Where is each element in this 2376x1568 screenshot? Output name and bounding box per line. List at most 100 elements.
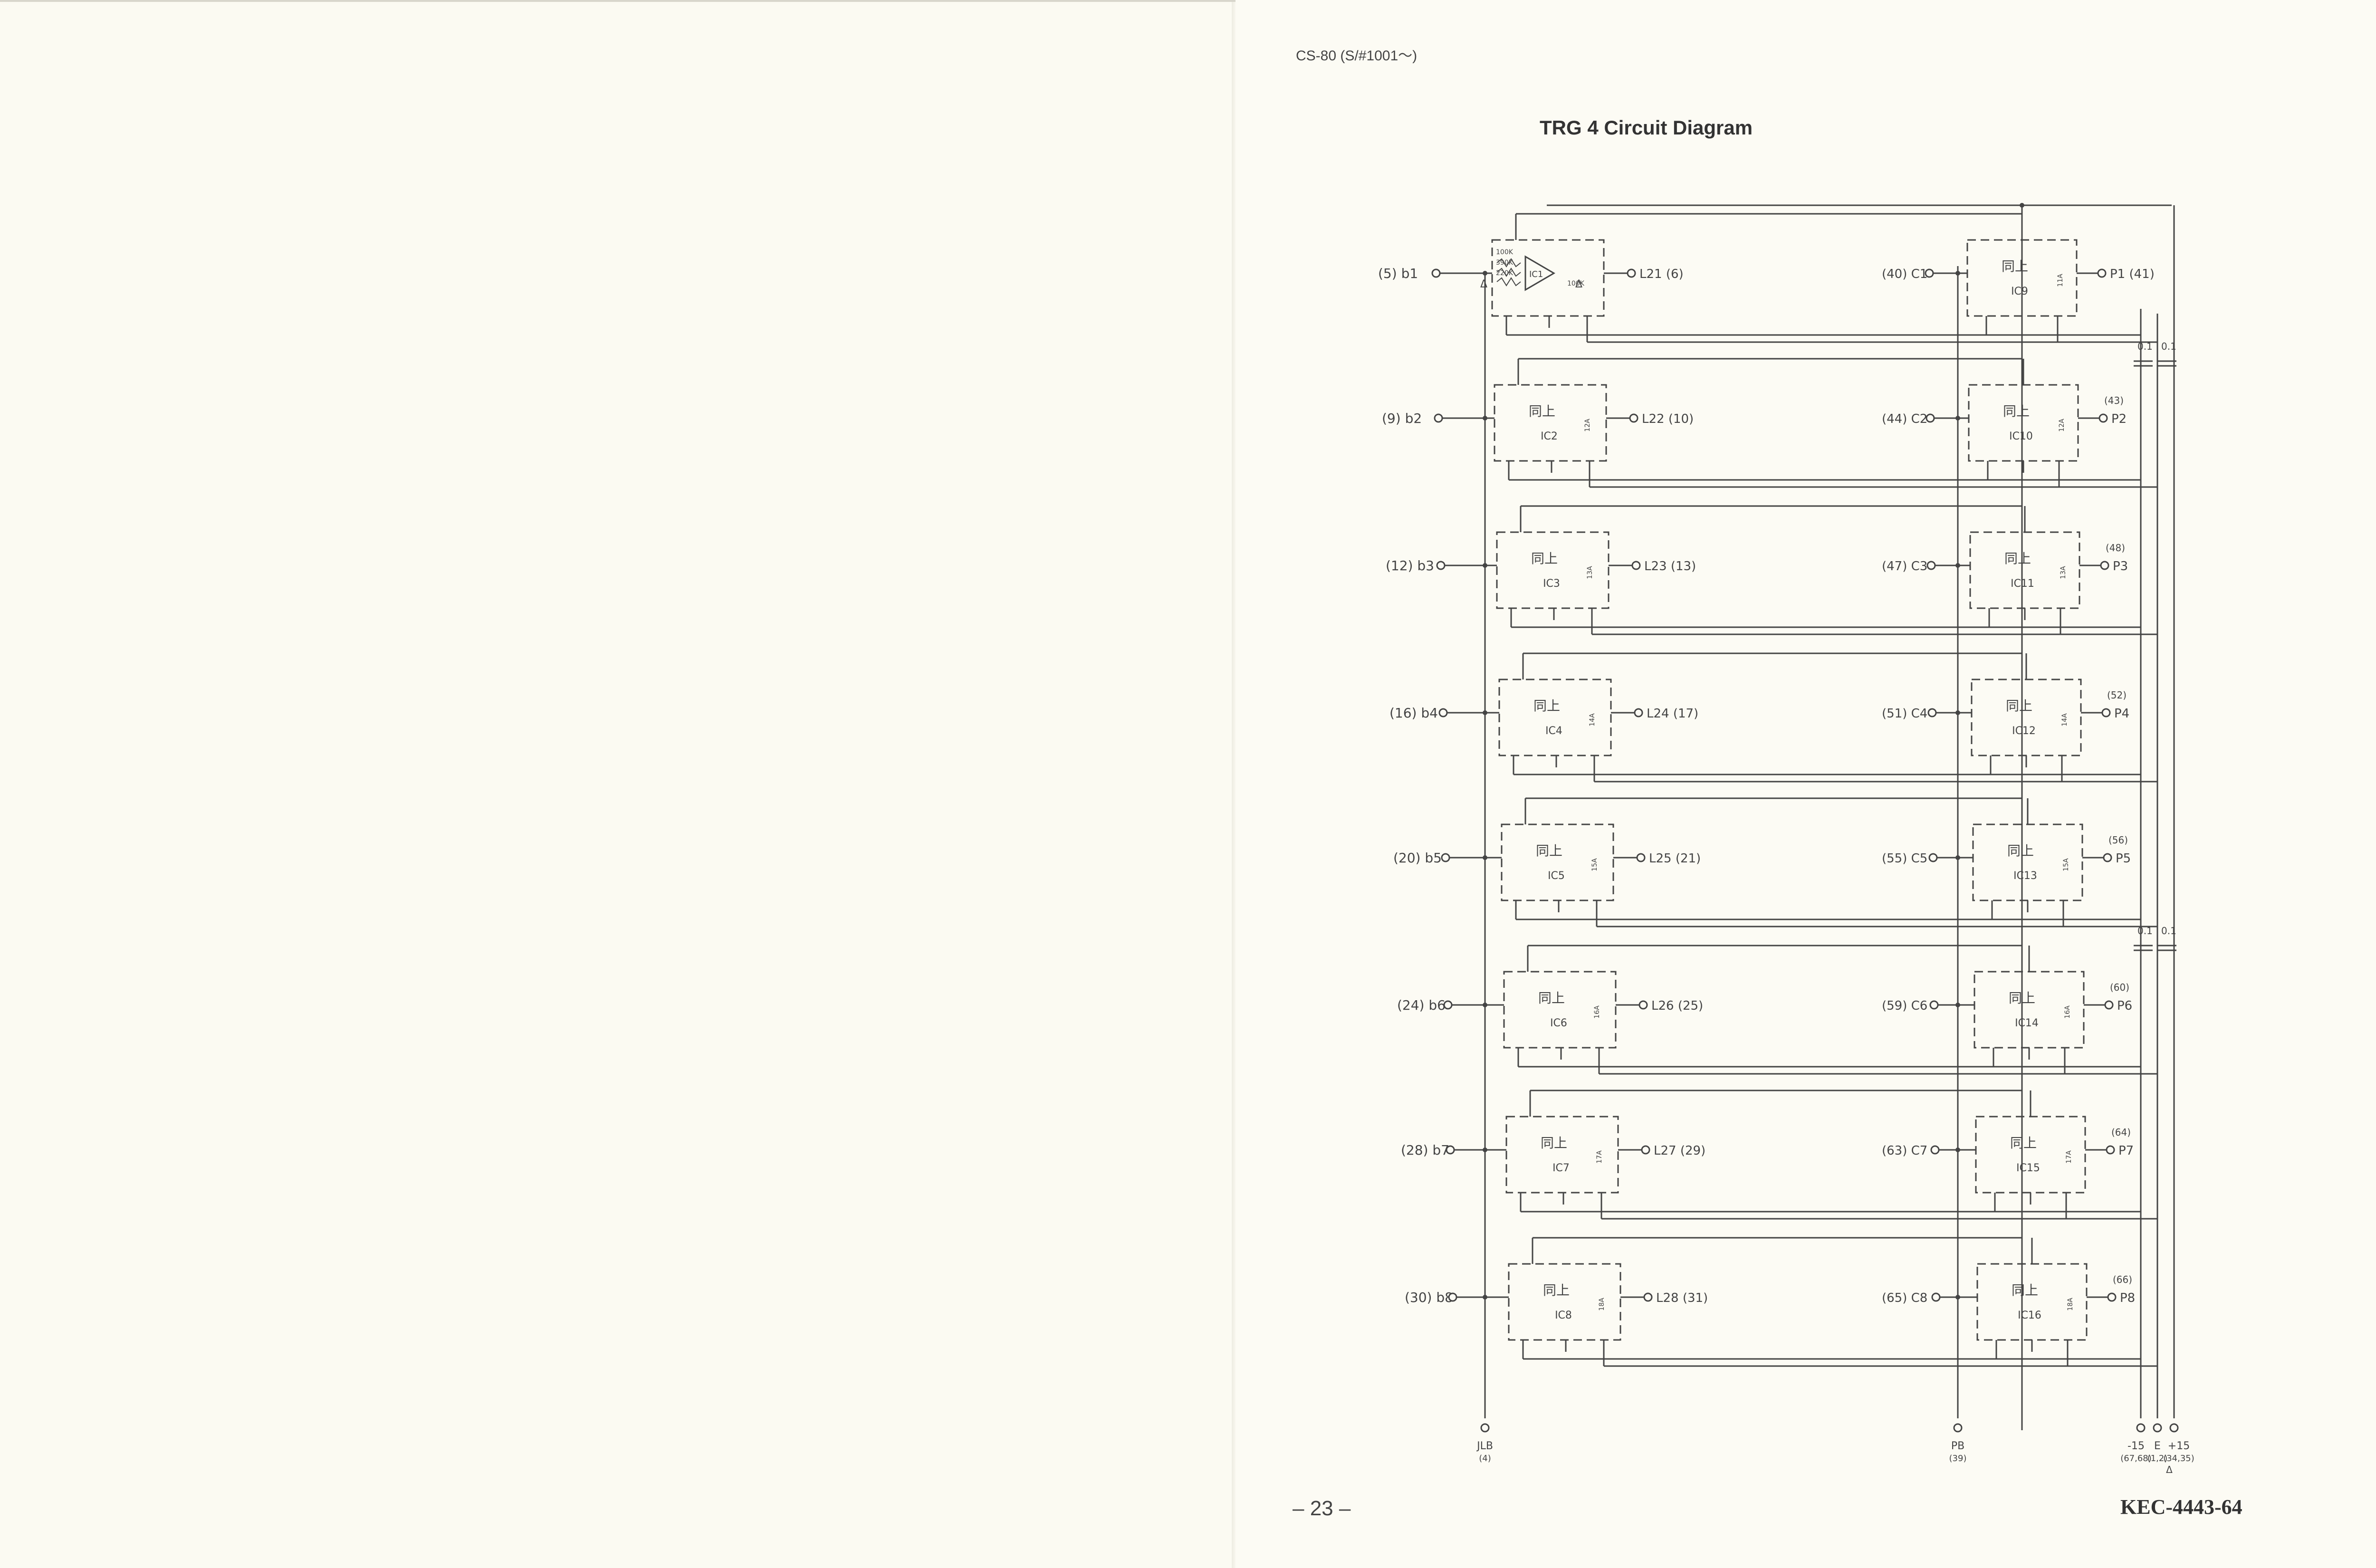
op-amp-triangle (1524, 255, 1555, 291)
ic-body-text: 同上 (2012, 1282, 2038, 1298)
bottom-terminal-number: (4) (1479, 1453, 1491, 1463)
junction-dot (1955, 710, 1960, 715)
right-output-number: (66) (2113, 1274, 2132, 1285)
bottom-terminal-number: (1,2) (2147, 1453, 2168, 1463)
bottom-terminal-label: E (2154, 1440, 2161, 1452)
junction-dot (1483, 855, 1487, 860)
terminal-circle (1627, 268, 1636, 278)
ic-body-text: 同上 (1541, 1135, 1567, 1151)
terminal-circle (1480, 1423, 1490, 1433)
right-output-number: (64) (2111, 1127, 2131, 1138)
terminal-circle (2103, 853, 2112, 862)
junction-dot (1483, 1003, 1487, 1007)
bottom-terminal-label: JLB (1476, 1440, 1493, 1452)
junction-dot (1955, 271, 1960, 276)
ic-label: IC14 (2015, 1017, 2039, 1029)
right-input-label: (40) C1 (1882, 267, 1927, 281)
ic-body-text: 同上 (2010, 1135, 2037, 1151)
ground-symbol: Δ (2166, 1464, 2173, 1475)
terminal-circle (1634, 708, 1643, 717)
ground-symbol: Δ (1480, 278, 1487, 290)
ic-label: IC12 (2012, 725, 2036, 737)
ic-label: IC4 (1545, 725, 1562, 737)
bottom-terminal-number: (34,35) (2163, 1453, 2194, 1463)
document-code: KEC-4443-64 (2120, 1495, 2242, 1519)
ic-label: IC11 (2011, 578, 2034, 590)
terminal-circle (1930, 1145, 1940, 1155)
ic-pin-label: 12A (1584, 419, 1591, 432)
resistor-symbol (1496, 258, 1521, 268)
left-input-label: (28) b7 (1401, 1142, 1449, 1158)
ic1-label: IC1 (1529, 269, 1543, 279)
diagram-title: TRG 4 Circuit Diagram (1540, 116, 1753, 139)
right-output-label: P1 (41) (2110, 267, 2155, 281)
ic-pin-label: 13A (2060, 566, 2067, 579)
right-page (1236, 0, 2376, 1568)
terminal-circle (1629, 413, 1638, 423)
left-output-label: L26 (25) (1651, 999, 1703, 1013)
left-output-label: L24 (17) (1647, 707, 1698, 721)
terminal-circle (2107, 1292, 2117, 1302)
left-output-label: L28 (31) (1656, 1291, 1708, 1305)
left-input-label: (16) b4 (1389, 705, 1438, 721)
page-fold (1232, 0, 1236, 1568)
junction-dot (1483, 1147, 1487, 1152)
right-output-number: (52) (2107, 689, 2127, 701)
ic-pin-label: 13A (1586, 566, 1594, 579)
ic-label: IC9 (2011, 286, 2028, 297)
ic-pin-label: 18A (2067, 1298, 2074, 1311)
terminal-circle (2106, 1145, 2115, 1155)
ic-box (1496, 531, 1610, 609)
ic-body-text: 同上 (2004, 551, 2031, 566)
ic-label: IC8 (1555, 1310, 1572, 1321)
ic-box (1491, 239, 1605, 317)
right-input-label: (55) C5 (1882, 851, 1927, 866)
resistor-value: 390K (1496, 259, 1514, 267)
left-input-label: (20) b5 (1393, 850, 1442, 866)
right-output-number: (43) (2104, 395, 2124, 406)
ic-label: IC10 (2009, 430, 2033, 442)
right-output-label: P6 (2117, 999, 2132, 1013)
left-output-label: L23 (13) (1644, 559, 1696, 574)
page-number: – 23 – (1293, 1497, 1351, 1520)
junction-dot (1483, 563, 1487, 568)
junction-dot (1955, 1003, 1960, 1007)
terminal-circle (1926, 413, 1935, 423)
resistor-symbol (1496, 277, 1521, 287)
resistor-value: 100K (1496, 249, 1514, 256)
capacitor-label: 0.1 (2161, 925, 2176, 937)
terminal-circle (2101, 708, 2111, 717)
left-output-label: L25 (21) (1649, 851, 1701, 866)
junction-dot (1955, 855, 1960, 860)
ic-body-text: 同上 (1536, 843, 1562, 859)
terminal-circle (1925, 268, 1934, 278)
ic-box (1503, 971, 1617, 1049)
scan-top-edge (0, 0, 2376, 2)
terminal-circle (1434, 413, 1443, 423)
ic-body-text: 同上 (2002, 258, 2028, 274)
left-input-label: (30) b8 (1405, 1290, 1453, 1305)
ic-box (1494, 384, 1607, 462)
junction-dot (1955, 1295, 1960, 1300)
right-output-number: (56) (2108, 834, 2128, 846)
left-input-label: (5) b1 (1378, 266, 1418, 281)
bottom-terminal-label: +15 (2168, 1440, 2190, 1452)
bottom-terminal-label: PB (1951, 1440, 1964, 1452)
ic-label: IC3 (1543, 578, 1560, 590)
terminal-circle (1441, 853, 1450, 862)
ic-box (1498, 679, 1612, 756)
left-output-label: L22 (10) (1642, 412, 1694, 426)
right-output-label: P3 (2113, 559, 2128, 574)
ic-label: IC16 (2018, 1310, 2041, 1321)
bottom-terminal-label: -15 (2127, 1440, 2145, 1452)
ic-pin-label: 12A (2058, 419, 2066, 432)
terminal-circle (1953, 1423, 1963, 1433)
terminal-circle (1431, 268, 1441, 278)
terminal-circle (1448, 1292, 1457, 1302)
ic-pin-label: 17A (1596, 1150, 1603, 1164)
terminal-circle (1643, 1292, 1653, 1302)
ic-pin-label: 14A (1589, 713, 1596, 727)
right-input-label: (65) C8 (1882, 1291, 1927, 1305)
junction-dot (1483, 1295, 1487, 1300)
